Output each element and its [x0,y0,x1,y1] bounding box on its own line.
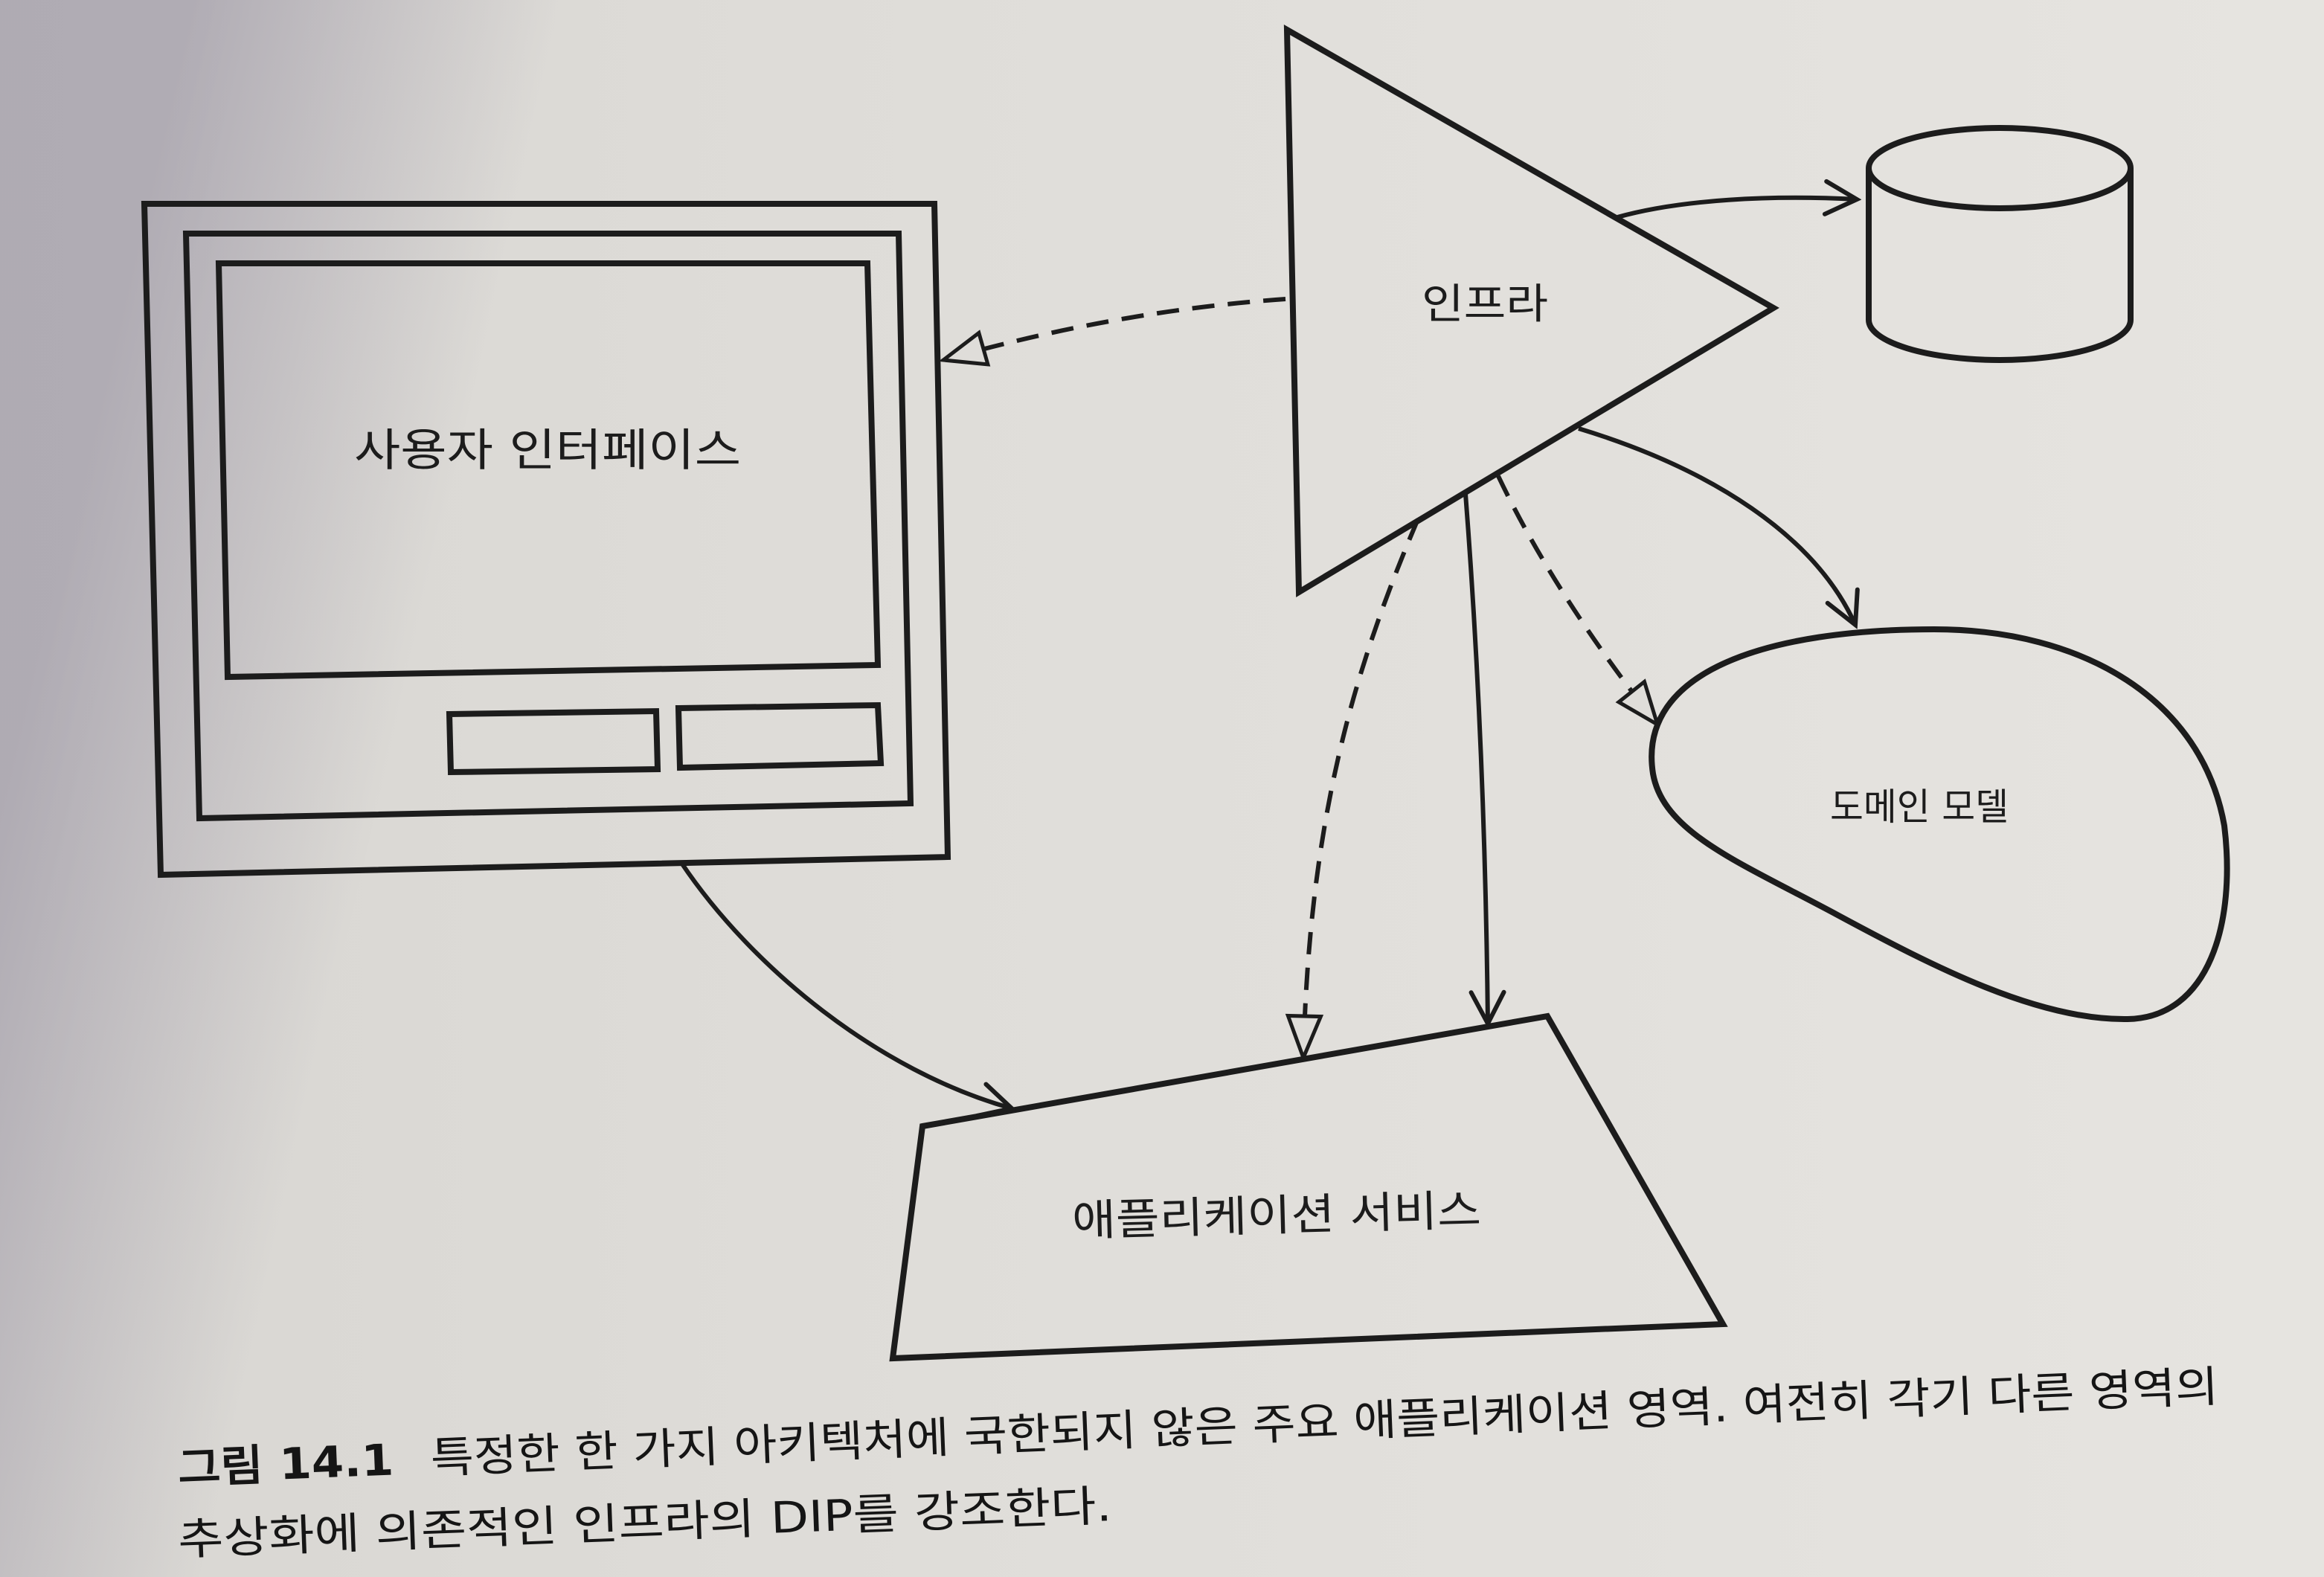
figure-caption: 그림 14.1 특정한 한 가지 아키텍처에 국한되지 않은 주요 애플리케이션… [177,1361,2220,1565]
application-services-label: 애플리케이션 서비스 [1071,1185,1482,1246]
monitor-outer-frame [141,201,951,879]
infrastructure-node: 인프라 [1283,25,1779,597]
domain-model-node: 도메인 모델 [1649,626,2230,1023]
domain-model-blob [1649,626,2230,1023]
infrastructure-label: 인프라 [1422,280,1548,329]
user-interface-node: 사용자 인터페이스 [141,201,951,879]
database-body [1866,168,2134,363]
arrow-infrastructure-to-application-services-dashed [1303,518,1420,1058]
database-top-ellipse [1866,125,2134,211]
arrow-infrastructure-to-domain-model-dashed [1496,475,1657,725]
database-cylinder-icon [1866,125,2134,363]
arrow-infrastructure-to-domain-model [1578,426,1855,625]
user-interface-label: 사용자 인터페이스 [354,425,741,477]
caption-line-1: 특정한 한 가지 아키텍처에 국한되지 않은 주요 애플리케이션 영역. 여전히… [430,1361,2220,1483]
infrastructure-triangle [1283,25,1779,597]
domain-model-label: 도메인 모델 [1830,786,2009,829]
application-services-node: 애플리케이션 서비스 [889,1012,1728,1362]
figure-number: 그림 14.1 [177,1434,394,1494]
arrow-user-interface-to-application-services [679,861,1012,1108]
caption-line-1-group: 그림 14.1 특정한 한 가지 아키텍처에 국한되지 않은 주요 애플리케이션… [177,1361,2220,1494]
monitor-button-right [675,701,885,771]
arrow-infrastructure-to-application-services [1463,493,1488,1024]
monitor-screen [215,260,882,681]
arrow-infrastructure-to-database [1617,198,1857,219]
monitor-inner-frame [182,231,914,822]
arrow-infrastructure-to-user-interface [943,297,1286,360]
caption-line-2: 추상화에 의존적인 인프라의 DIP를 강조한다. [177,1480,1113,1565]
application-services-trapezoid [889,1012,1728,1362]
monitor-button-left [446,707,661,776]
caption-line-2-group: 추상화에 의존적인 인프라의 DIP를 강조한다. [177,1480,1113,1565]
